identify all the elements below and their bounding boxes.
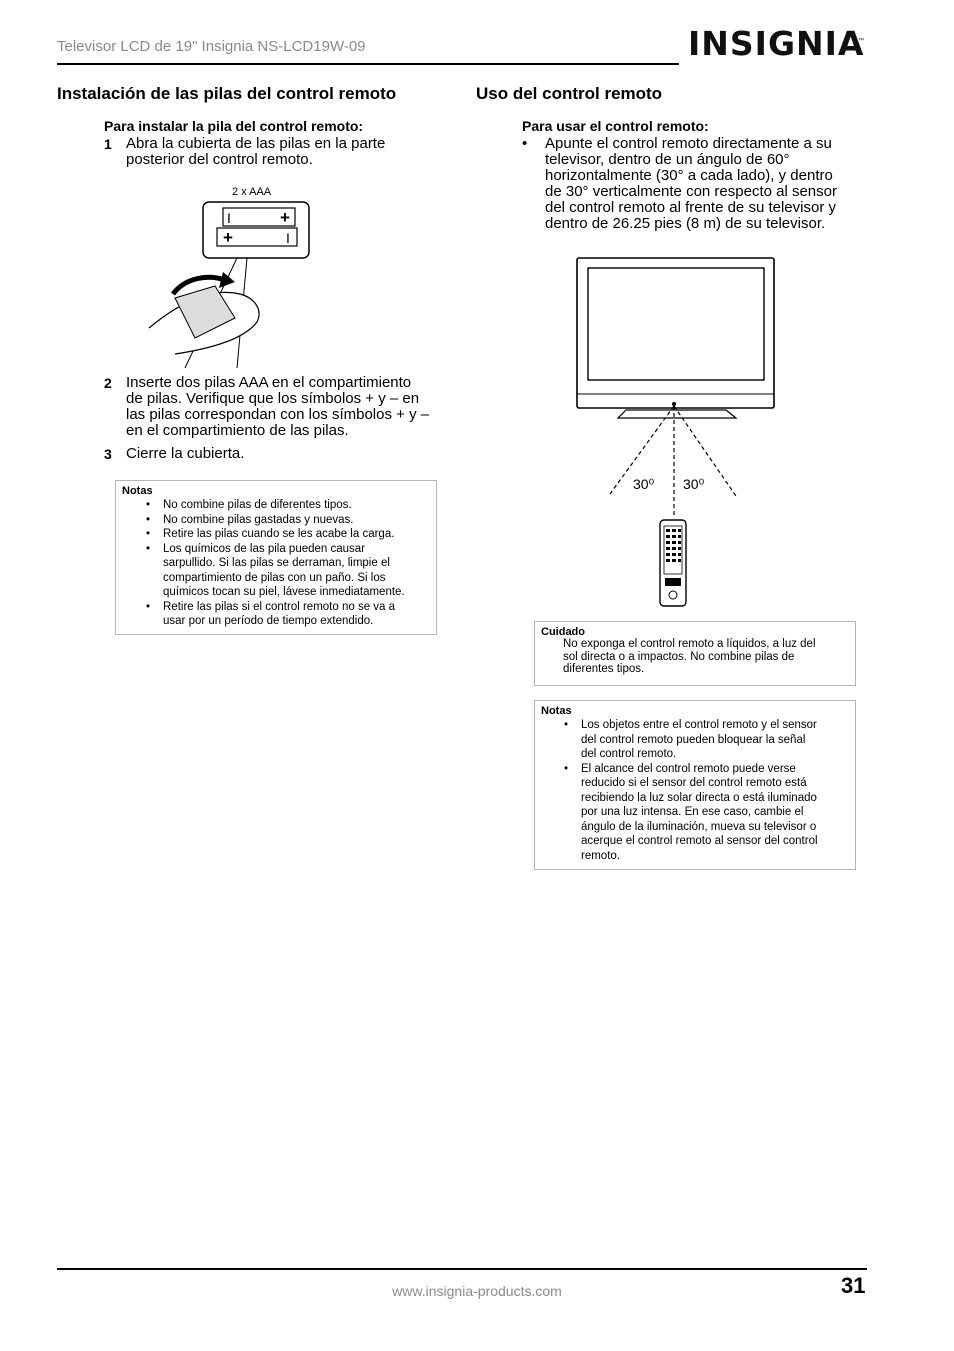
- remote-sensor: [672, 402, 676, 406]
- note-item: • Los químicos de las pila pueden causar…: [146, 542, 405, 599]
- caution-title: Cuidado: [541, 626, 585, 638]
- step-1: 1 Abra la cubierta de las pilas en la pa…: [104, 136, 444, 168]
- step-text-line: las pilas correspondan con los símbolos …: [126, 406, 430, 423]
- svg-text:+: +: [280, 208, 290, 227]
- header-rule: [57, 63, 679, 65]
- notes-title: Notas: [122, 485, 153, 497]
- footer-rule: [57, 1268, 867, 1270]
- caution-text: No exponga el control remoto a líquidos,…: [563, 638, 816, 675]
- step-number: 1: [104, 136, 112, 152]
- step-text-line: Abra la cubierta de las pilas en la part…: [126, 135, 386, 152]
- note-item: • Retire las pilas si el control remoto …: [146, 600, 396, 628]
- svg-text:I: I: [227, 210, 231, 226]
- notes-list: • Los objetos entre el control remoto y …: [564, 718, 853, 863]
- angle-label-left: 30⁰: [633, 476, 655, 492]
- notes-box-remote: Notas • Los objetos entre el control rem…: [534, 700, 856, 870]
- footer-url: www.insignia-products.com: [392, 1283, 562, 1299]
- running-header: Televisor LCD de 19" Insignia NS-LCD19W-…: [57, 38, 366, 55]
- procedure-heading-install: Para instalar la pila del control remoto…: [104, 118, 364, 134]
- svg-text:+: +: [223, 228, 233, 247]
- section-heading-battery-install: Instalación de las pilas del control rem…: [57, 84, 397, 103]
- insignia-logo: INSIGNIA: [688, 24, 865, 63]
- step-text-line: Inserte dos pilas AAA en el compartimien…: [126, 374, 412, 391]
- tv-screen: [587, 267, 765, 381]
- step-text-line: posterior del control remoto.: [126, 151, 313, 168]
- bullet-mark: •: [522, 135, 528, 152]
- battery-compartment-callout: [202, 201, 310, 259]
- usage-bullet: • Apunte el control remoto directamente …: [522, 135, 837, 232]
- svg-text:I: I: [286, 230, 290, 246]
- notes-title: Notas: [541, 705, 572, 717]
- note-item: •No combine pilas de diferentes tipos.: [146, 499, 352, 511]
- battery-top: [222, 207, 296, 227]
- figure-label-aaa: 2 x AAA: [232, 186, 272, 198]
- section-heading-remote-use: Uso del control remoto: [476, 84, 663, 103]
- battery-install-illustration: I + + I: [148, 201, 310, 369]
- note-item: • Los objetos entre el control remoto y …: [564, 719, 817, 760]
- step-text-line: en el compartimiento de las pilas.: [126, 422, 349, 439]
- step-text-line: de pilas. Verifique que los símbolos + y…: [126, 390, 420, 407]
- notes-box-batteries: Notas •No combine pilas de diferentes ti…: [115, 480, 437, 635]
- remote-range-illustration: [576, 257, 775, 607]
- step-text-line: Cierre la cubierta.: [126, 445, 245, 462]
- battery-bottom: [216, 227, 298, 247]
- page-number: 31: [841, 1273, 866, 1298]
- step-number: 2: [104, 375, 112, 391]
- notes-list: •No combine pilas de diferentes tipos. •…: [146, 498, 433, 629]
- note-item: •No combine pilas gastadas y nuevas.: [146, 513, 354, 526]
- step-3: 3 Cierre la cubierta.: [104, 445, 444, 463]
- note-item: •Retire las pilas cuando se les acabe la…: [146, 528, 395, 540]
- note-item: • El alcance del control remoto puede ve…: [564, 762, 818, 862]
- caution-box: Cuidado No exponga el control remoto a l…: [534, 621, 856, 686]
- angle-label-right: 30⁰: [683, 476, 705, 492]
- trademark-symbol: ™: [858, 38, 864, 44]
- procedure-heading-use: Para usar el control remoto:: [522, 118, 709, 134]
- step-number: 3: [104, 446, 112, 462]
- step-2: 2 Inserte dos pilas AAA en el compartimi…: [104, 375, 449, 439]
- tv-stand: [616, 409, 738, 419]
